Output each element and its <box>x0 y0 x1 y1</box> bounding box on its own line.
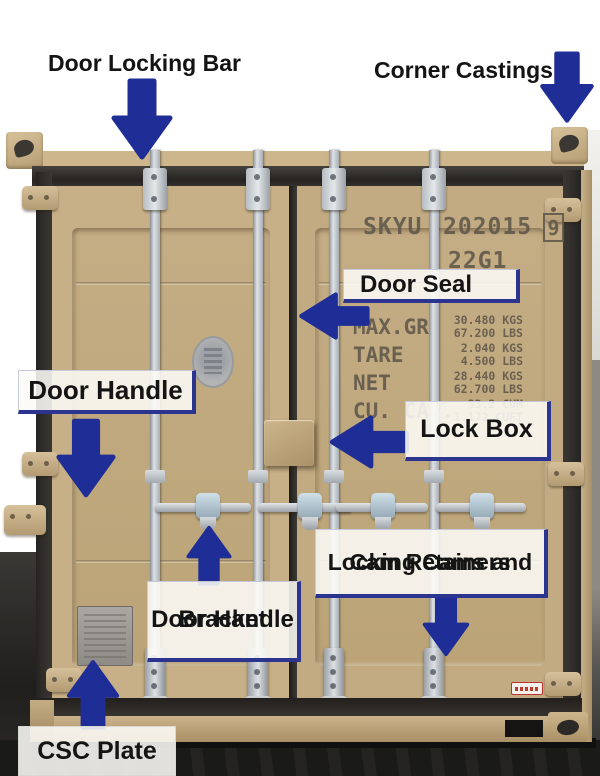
container-serial-number: 202015 <box>443 214 533 240</box>
door-hinge <box>22 186 58 210</box>
weight-value: 62.700 LBS <box>453 382 523 396</box>
door-handle-bracket-line2: Bracket <box>178 606 267 633</box>
door-handle-label: Door Handle <box>18 370 196 414</box>
bar-guide-bracket <box>145 470 165 483</box>
door-crease <box>76 560 266 563</box>
up-arrow-icon <box>66 660 120 730</box>
locking-cams-line2: Cam Retainers <box>349 548 511 575</box>
bar-guide-bracket <box>424 470 444 483</box>
locking-cam <box>324 648 344 700</box>
corner-casting-hole <box>556 718 580 737</box>
container-check-digit: 9 <box>543 213 564 242</box>
handle-retainer <box>200 517 216 530</box>
weight-label: TARE <box>353 343 404 367</box>
top-rail <box>32 166 584 186</box>
corner-casting-hole <box>557 132 581 154</box>
weight-value: 28.440 KGS <box>453 369 523 383</box>
bottom-rail-shadow <box>36 698 582 718</box>
forklift-pocket <box>505 720 543 737</box>
locking-cams-line1: Locking Cams and <box>327 548 533 575</box>
up-arrow-icon <box>186 525 232 586</box>
bar-keeper-bracket <box>246 168 270 210</box>
door-hinge <box>22 452 58 476</box>
door-seal-label: Door Seal <box>343 269 520 303</box>
right-side-panel <box>581 170 592 742</box>
container-roof-edge <box>22 151 584 169</box>
bar-keeper-bracket <box>422 168 446 210</box>
container-ground-shadow <box>36 738 596 748</box>
right-corner-post <box>563 170 581 712</box>
down-arrow-icon <box>56 418 116 498</box>
classification-emblem <box>192 336 234 388</box>
door-locking-bar <box>150 150 160 702</box>
container-owner-code: SKYU <box>363 214 423 240</box>
bar-keeper-bracket <box>322 168 346 210</box>
door-locking-bar-label: Door Locking Bar <box>48 50 241 76</box>
door-locking-bar <box>329 150 339 702</box>
door-handle-bracket-label: Door Handle Bracket <box>147 581 301 662</box>
weight-value: 67.200 LBS <box>453 326 523 340</box>
csc-plate <box>77 606 133 666</box>
locking-cam <box>424 648 444 700</box>
handle-retainer <box>302 517 318 530</box>
door-hinge <box>548 462 584 486</box>
corner-casting-hole <box>12 137 36 159</box>
door-handle-bracket <box>196 493 220 519</box>
bar-keeper-bracket <box>143 168 167 210</box>
bar-guide-bracket <box>324 470 344 483</box>
left-arrow-icon <box>329 415 410 469</box>
left-arrow-icon <box>299 292 370 340</box>
warning-sticker <box>511 682 543 695</box>
corner-casting-top-right <box>551 127 588 164</box>
door-handle-bracket-line1: Door Handle <box>151 606 294 633</box>
locking-cams-label: Locking Cams and Cam Retainers <box>315 529 548 598</box>
weight-value: 2.040 KGS <box>460 341 523 355</box>
csc-plate-label: CSC Plate <box>18 726 176 776</box>
door-hinge <box>4 505 46 535</box>
door-locking-bar <box>253 150 263 702</box>
door-hinge <box>545 672 581 696</box>
weight-value: 30.480 KGS <box>453 313 523 327</box>
down-arrow-icon <box>422 594 470 657</box>
corner-casting-top-left <box>6 132 43 169</box>
corner-castings-label: Corner Castings <box>374 57 553 83</box>
weight-value: 4.500 LBS <box>460 354 523 368</box>
handle-retainer <box>375 517 391 530</box>
door-handle-bracket <box>470 493 494 519</box>
down-arrow-icon <box>111 78 173 160</box>
door-crease <box>76 282 266 285</box>
door-handle-bracket <box>371 493 395 519</box>
handle-retainer <box>474 517 490 530</box>
door-handle-bracket <box>298 493 322 519</box>
lock-box-label: Lock Box <box>405 401 551 461</box>
down-arrow-icon <box>540 51 594 123</box>
corner-casting-bottom-right <box>548 712 588 742</box>
lock-box <box>264 420 314 466</box>
weight-label: NET <box>353 371 391 395</box>
left-corner-post <box>36 172 52 716</box>
bar-guide-bracket <box>248 470 268 483</box>
